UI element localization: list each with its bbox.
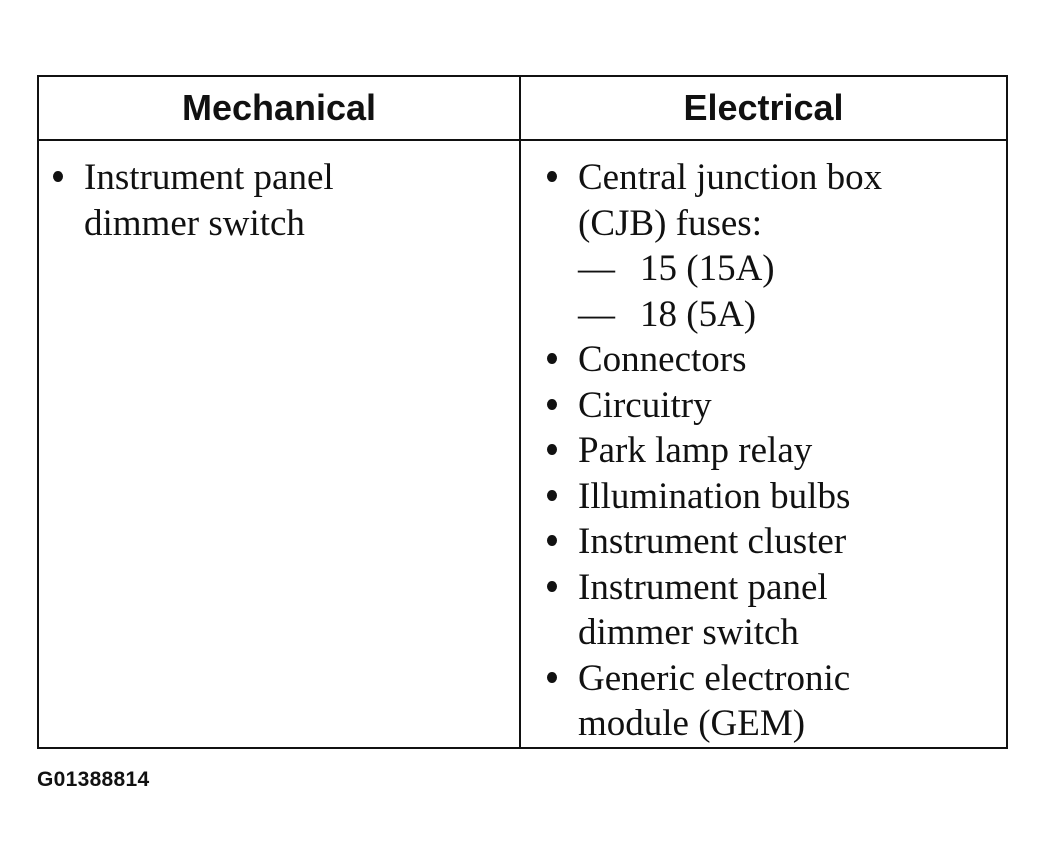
- mechanical-cell: Instrument panel dimmer switch: [37, 139, 521, 749]
- item-line: Connectors: [578, 339, 747, 380]
- dash-icon: —: [578, 293, 615, 335]
- sub-item-text: 15 (15A): [640, 248, 775, 289]
- body-row: Instrument panel dimmer switch Central j…: [37, 139, 1008, 749]
- header-electrical: Electrical: [519, 75, 1008, 141]
- list-item: Central junction box (CJB) fuses: — 15 (1…: [543, 155, 1006, 337]
- list-item: Circuitry: [543, 383, 1006, 429]
- item-line: dimmer switch: [578, 612, 799, 653]
- item-line: Circuitry: [578, 384, 712, 426]
- item-line: Instrument panel: [84, 157, 334, 198]
- item-line: dimmer switch: [84, 202, 305, 244]
- list-item: Generic electronic module (GEM): [543, 656, 1006, 747]
- item-line: Generic electronic: [578, 657, 851, 699]
- list-item: Park lamp relay: [543, 428, 1006, 474]
- mechanical-list: Instrument panel dimmer switch: [39, 141, 519, 246]
- electrical-cell: Central junction box (CJB) fuses: — 15 (1…: [519, 139, 1008, 749]
- item-line: Park lamp relay: [578, 430, 813, 471]
- list-item: Instrument panel dimmer switch: [543, 565, 1006, 656]
- list-item: Instrument cluster: [543, 519, 1006, 565]
- item-line: module (GEM): [578, 703, 806, 744]
- item-line: (CJB) fuses:: [578, 202, 762, 244]
- list-item: Illumination bulbs: [543, 474, 1006, 520]
- item-line: Illumination bulbs: [578, 475, 851, 517]
- figure-id: G01388814: [37, 768, 150, 791]
- dash-icon: —: [578, 248, 615, 289]
- item-line: Instrument panel: [578, 566, 828, 608]
- list-item: Connectors: [543, 337, 1006, 383]
- header-mechanical: Mechanical: [37, 75, 521, 141]
- sub-item: — 18 (5A): [578, 292, 1006, 338]
- sub-item-text: 18 (5A): [640, 293, 757, 335]
- header-row: Mechanical Electrical: [37, 75, 1008, 141]
- item-line: Central junction box: [578, 157, 883, 198]
- item-line: Instrument cluster: [578, 521, 847, 562]
- list-item: Instrument panel dimmer switch: [49, 155, 519, 246]
- electrical-list: Central junction box (CJB) fuses: — 15 (1…: [521, 141, 1006, 747]
- fuse-list: — 15 (15A) — 18 (5A): [578, 246, 1006, 337]
- diagnosis-table: Mechanical Electrical Instrument panel d…: [37, 75, 1008, 749]
- sub-item: — 15 (15A): [578, 246, 1006, 292]
